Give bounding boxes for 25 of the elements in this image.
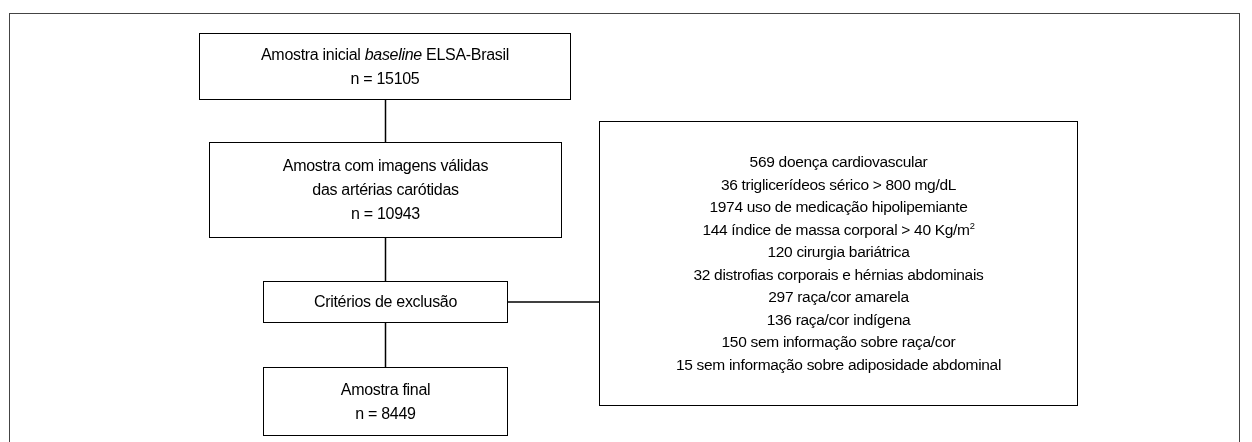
box-text: n = 10943	[351, 204, 420, 224]
box-text: 297 raça/cor amarela	[768, 287, 909, 307]
box-text: n = 8449	[355, 403, 416, 424]
box-text: 1974 uso de medicação hipolipemiante	[709, 197, 968, 217]
box-text: 15 sem informação sobre adiposidade abdominal	[675, 354, 1002, 375]
connector-line	[384, 237, 387, 282]
process-box	[209, 142, 562, 238]
box-text: 150 sem informação sobre raça/cor	[721, 332, 956, 352]
process-box	[199, 33, 571, 100]
process-box	[263, 281, 508, 323]
box-text: n = 15105	[350, 68, 420, 89]
box-text: Critérios de exclusão	[313, 292, 458, 312]
box-text: Amostra inicial baseline ELSA-Brasil	[261, 44, 509, 65]
box-text: 136 raça/cor indígena	[766, 309, 911, 330]
box-text: 120 cirurgia bariátrica	[767, 242, 910, 262]
box-text: 36 triglicerídeos sérico > 800 mg/dL	[720, 174, 957, 195]
box-text: 144 índice de massa corporal > 40 Kg/m$^{2}$	[702, 219, 975, 240]
box-text: 569 doença cardiovascular	[749, 152, 928, 172]
connector-line	[384, 322, 387, 368]
process-box	[263, 367, 508, 436]
connector-line	[507, 301, 600, 303]
connector-line	[384, 99, 387, 143]
box-text: 32 distrofias corporais e hérnias abdominais	[693, 264, 984, 285]
process-box	[599, 121, 1078, 406]
box-text: Amostra final	[340, 379, 431, 400]
